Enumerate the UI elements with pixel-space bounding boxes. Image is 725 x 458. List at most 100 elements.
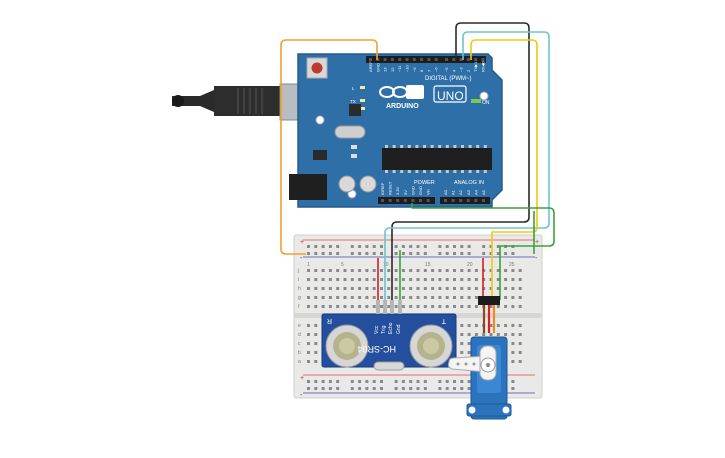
row-letter: g bbox=[298, 295, 301, 301]
breadboard-hole bbox=[416, 278, 420, 281]
breadboard-hole bbox=[401, 380, 405, 383]
header-pin bbox=[388, 199, 392, 202]
breadboard-hole bbox=[365, 380, 369, 383]
breadboard-hole bbox=[416, 252, 420, 255]
header-pin-label: 7 bbox=[426, 69, 431, 72]
breadboard-hole bbox=[438, 305, 442, 308]
on-label: ON bbox=[482, 100, 490, 106]
power-jack[interactable] bbox=[289, 174, 327, 200]
chip-leg bbox=[407, 170, 411, 173]
servo-motor[interactable] bbox=[447, 296, 512, 420]
wire-black-pin4[interactable] bbox=[391, 22, 530, 300]
breadboard-hole bbox=[380, 278, 383, 281]
header-pin bbox=[452, 58, 456, 61]
header-pin-label: IOREF bbox=[380, 182, 385, 195]
chip-leg bbox=[453, 170, 457, 173]
header-pin bbox=[481, 58, 485, 61]
breadboard-hole bbox=[460, 342, 464, 345]
sensor-pin-label: Gnd bbox=[396, 324, 402, 334]
wires bbox=[280, 22, 555, 300]
column-number: 1 bbox=[307, 262, 310, 268]
breadboard-hole bbox=[474, 305, 478, 308]
breadboard-hole bbox=[314, 278, 318, 281]
mounting-hole bbox=[315, 115, 325, 125]
power-led bbox=[471, 99, 481, 103]
header-pin-label: ~6 bbox=[434, 67, 439, 72]
hc-sr04-sensor[interactable]: HC-SR04 Vcc Trig Echo Gnd R T bbox=[321, 300, 457, 371]
breadboard-hole bbox=[328, 252, 332, 255]
breadboard-hole bbox=[321, 296, 325, 299]
wire-orange-gnd[interactable] bbox=[280, 39, 378, 255]
atmega-chip bbox=[382, 148, 492, 170]
breadboard-hole bbox=[511, 351, 515, 354]
breadboard-hole bbox=[445, 305, 449, 308]
column-number: 20 bbox=[467, 262, 473, 268]
brand-text: ARDUINO bbox=[386, 103, 419, 110]
breadboard-hole bbox=[380, 296, 383, 299]
breadboard-hole bbox=[394, 287, 398, 290]
voltage-regulator bbox=[313, 150, 327, 160]
reset-button[interactable] bbox=[311, 62, 323, 74]
breadboard-hole bbox=[496, 305, 500, 308]
breadboard-hole bbox=[321, 387, 325, 390]
breadboard-hole bbox=[387, 269, 391, 272]
breadboard-hole bbox=[511, 287, 515, 290]
breadboard-hole bbox=[460, 278, 464, 281]
breadboard-hole bbox=[489, 305, 493, 308]
breadboard-hole bbox=[511, 360, 515, 363]
breadboard-hole bbox=[504, 269, 508, 272]
breadboard-hole bbox=[394, 305, 398, 308]
wire-yellow-pin2[interactable] bbox=[470, 39, 538, 300]
breadboard-hole bbox=[409, 278, 413, 281]
breadboard-hole bbox=[358, 380, 362, 383]
breadboard-hole bbox=[372, 269, 376, 272]
row-letter: a bbox=[298, 359, 301, 365]
row-letter: j bbox=[297, 268, 299, 274]
breadboard-hole bbox=[372, 380, 376, 383]
breadboard-hole bbox=[380, 305, 383, 308]
breadboard-hole bbox=[504, 296, 508, 299]
usb-cable[interactable] bbox=[172, 83, 313, 121]
breadboard-hole bbox=[460, 333, 464, 336]
column-number: 10 bbox=[383, 262, 389, 268]
breadboard-hole bbox=[453, 296, 456, 299]
sensor-pin-label: Echo bbox=[388, 322, 394, 334]
chip-leg bbox=[453, 145, 457, 148]
breadboard-hole bbox=[336, 252, 340, 255]
breadboard-hole bbox=[496, 278, 500, 281]
breadboard-hole bbox=[372, 252, 376, 255]
header-pin bbox=[369, 58, 372, 61]
breadboard-hole bbox=[321, 287, 325, 290]
wire-green-gnd[interactable] bbox=[411, 203, 555, 300]
smd-component bbox=[351, 154, 357, 158]
capacitor bbox=[338, 175, 356, 193]
breadboard-hole bbox=[307, 360, 310, 363]
breadboard-hole bbox=[321, 380, 325, 383]
wire-cyan-pin3[interactable] bbox=[384, 31, 550, 300]
breadboard-hole bbox=[511, 380, 515, 383]
breadboard-hole bbox=[460, 351, 464, 354]
breadboard-hole bbox=[350, 287, 354, 290]
breadboard-hole bbox=[314, 380, 318, 383]
header-pin-label: ~9 bbox=[412, 67, 417, 72]
horn-hole bbox=[472, 362, 476, 366]
breadboard-hole bbox=[438, 278, 442, 281]
breadboard-hole bbox=[401, 305, 405, 308]
breadboard-hole bbox=[438, 296, 442, 299]
breadboard-hole bbox=[445, 269, 449, 272]
breadboard-hole bbox=[496, 333, 500, 336]
breadboard-hole bbox=[307, 305, 310, 308]
breadboard-hole bbox=[365, 287, 369, 290]
usb-cable-tail bbox=[172, 95, 184, 107]
breadboard-hole bbox=[328, 380, 332, 383]
breadboard-hole bbox=[467, 269, 471, 272]
chip-leg bbox=[468, 170, 472, 173]
breadboard-hole bbox=[445, 287, 449, 290]
breadboard-hole bbox=[445, 245, 449, 248]
breadboard-hole bbox=[438, 380, 442, 383]
breadboard-hole bbox=[511, 269, 515, 272]
breadboard-hole bbox=[467, 380, 471, 383]
row-letter: f bbox=[298, 304, 300, 310]
